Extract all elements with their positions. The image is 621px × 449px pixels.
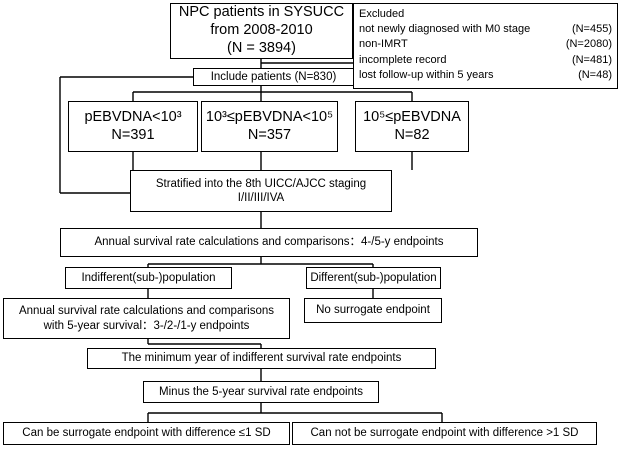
annual-survival-5y-box: Annual survival rate calculations and co… (3, 298, 290, 339)
include-box: Include patients (N=830) (193, 68, 354, 86)
include-label: Include patients (N=830) (210, 70, 337, 83)
excluded-item: non-IMRT (N=2080) (359, 37, 612, 52)
annual-survival-5y-line-2: with 5-year survival：3-/2-/1-y endpoints (43, 319, 250, 332)
minus-5y-box: Minus the 5-year survival rate endpoints (143, 381, 379, 403)
staging-box: Stratified into the 8th UICC/AJCC stagin… (130, 170, 392, 212)
group-box-low: pEBVDNA<10³ N=391 (68, 101, 198, 152)
excluded-item-count: (N=481) (571, 53, 612, 66)
can-not-be-surrogate-box: Can not be surrogate endpoint with diffe… (292, 422, 597, 445)
staging-line-2: I/II/III/IVA (237, 192, 285, 204)
annual-survival-5y-line-1: Annual survival rate calculations and co… (18, 305, 275, 318)
can-be-surrogate-label: Can be surrogate endpoint with differenc… (22, 427, 271, 440)
excluded-box: Excluded not newly diagnosed with M0 sta… (353, 3, 618, 89)
no-surrogate-label: No surrogate endpoint (316, 304, 430, 317)
annual-survival-label: Annual survival rate calculations and co… (94, 236, 444, 249)
excluded-item: incomplete record (N=481) (359, 53, 612, 68)
excluded-item: lost follow-up within 5 years (N=48) (359, 68, 612, 83)
excluded-item-label: lost follow-up within 5 years (359, 68, 494, 81)
minus-5y-label: Minus the 5-year survival rate endpoints (159, 385, 363, 398)
staging-line-1: Stratified into the 8th UICC/AJCC stagin… (155, 177, 367, 190)
minimum-year-label: The minimum year of indifferent survival… (121, 352, 402, 365)
group-mid-count: N=357 (247, 126, 292, 143)
source-population-box: NPC patients in SYSUCC from 2008-2010 (N… (170, 3, 353, 59)
source-population-line-2: from 2008-2010 (210, 22, 313, 39)
annual-survival-box: Annual survival rate calculations and co… (60, 228, 478, 257)
group-low-threshold: pEBVDNA<10³ (84, 108, 182, 125)
minimum-year-box: The minimum year of indifferent survival… (87, 348, 436, 369)
source-population-line-1: NPC patients in SYSUCC (178, 4, 345, 21)
indifferent-population-label: Indifferent(sub-)population (81, 271, 216, 284)
can-not-be-surrogate-label: Can not be surrogate endpoint with diffe… (310, 427, 579, 440)
group-low-count: N=391 (111, 126, 155, 143)
indifferent-population-box: Indifferent(sub-)population (65, 267, 232, 289)
different-population-box: Different(sub-)population (306, 267, 441, 289)
excluded-item: not newly diagnosed with M0 stage (N=455… (359, 22, 612, 37)
excluded-item-label: non-IMRT (359, 38, 408, 51)
group-box-high: 10⁵≤pEBVDNA N=82 (355, 101, 469, 152)
excluded-item-label: incomplete record (359, 53, 447, 66)
group-mid-threshold: 10³≤pEBVDNA<10⁵ (205, 108, 334, 125)
excluded-item-count: (N=455) (571, 23, 612, 36)
group-high-threshold: 10⁵≤pEBVDNA (363, 108, 461, 125)
group-high-count: N=82 (394, 126, 430, 143)
can-be-surrogate-box: Can be surrogate endpoint with differenc… (3, 422, 290, 445)
source-population-line-3: (N = 3894) (227, 39, 296, 56)
excluded-item-label: not newly diagnosed with M0 stage (359, 23, 531, 36)
group-box-mid: 10³≤pEBVDNA<10⁵ N=357 (201, 101, 338, 152)
no-surrogate-box: No surrogate endpoint (304, 298, 442, 323)
excluded-title: Excluded (359, 8, 405, 20)
excluded-item-count: (N=2080) (565, 38, 612, 51)
different-population-label: Different(sub-)population (310, 271, 437, 284)
excluded-item-count: (N=48) (578, 68, 612, 81)
